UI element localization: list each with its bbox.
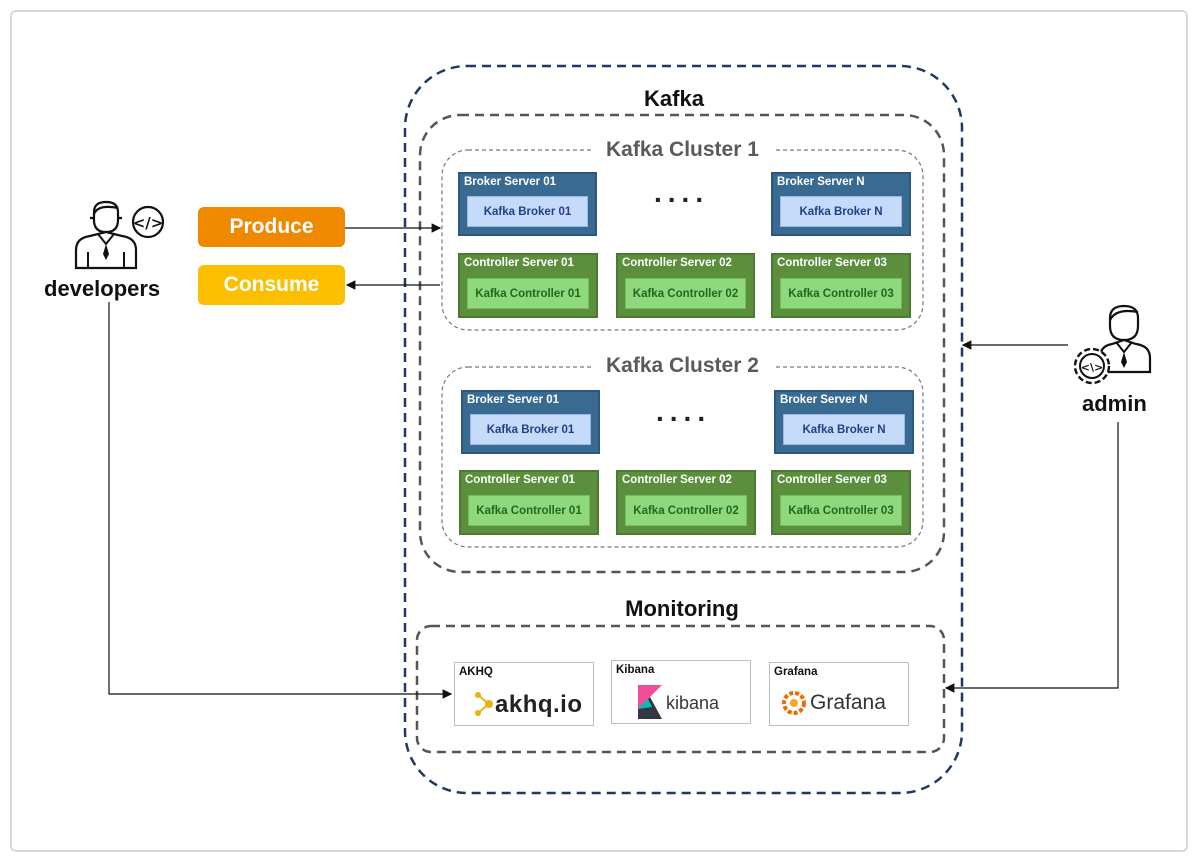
server-label: Controller Server 03 [777,474,887,486]
cluster-2-controller-server-02: Controller Server 02 Kafka Controller 02 [616,470,756,535]
svg-text:<\>: <\> [1081,361,1103,374]
kafka-controller: Kafka Controller 02 [625,278,746,309]
cluster-2-title: Kafka Cluster 2 [592,354,773,378]
grafana-logo-icon [782,691,806,715]
kafka-title: Kafka [644,86,704,111]
cluster-1-controller-server-03: Controller Server 03 Kafka Controller 03 [771,253,911,318]
monitoring-box [415,624,946,754]
server-label: Controller Server 03 [777,257,887,269]
cluster-1-controller-server-01: Controller Server 01 Kafka Controller 01 [458,253,598,318]
server-label: Broker Server 01 [464,176,557,188]
developers-to-monitoring-arrow [108,302,453,699]
grafana-tool: Grafana Grafana [769,662,909,726]
tool-label: Kibana [616,664,655,676]
cluster-1-box [441,149,924,331]
server-label: Broker Server N [780,394,868,406]
akhq-logo-text: akhq.io [495,691,583,718]
server-label: Controller Server 01 [464,257,574,269]
cluster-2-ellipsis: .... [656,396,712,427]
kafka-controller: Kafka Controller 01 [468,495,590,526]
grafana-logo-text: Grafana [810,691,886,714]
consume-badge: Consume [198,265,345,305]
kafka-broker: Kafka Broker N [780,196,902,227]
kafka-broker: Kafka Broker 01 [467,196,588,227]
kibana-logo-icon [638,685,662,719]
cluster-1-ellipsis: .... [654,177,710,208]
produce-badge: Produce [198,207,345,247]
kafka-controller: Kafka Controller 01 [467,278,589,309]
kafka-container [403,64,964,795]
svg-text:</>: </> [133,214,164,232]
tool-label: Grafana [774,666,818,678]
kafka-controller: Kafka Controller 02 [625,495,747,526]
server-label: Broker Server 01 [467,394,560,406]
kafka-broker: Kafka Broker 01 [470,414,591,445]
tool-label: AKHQ [459,666,493,678]
cluster-1-broker-server-n: Broker Server N Kafka Broker N [771,172,911,236]
clusters-group [418,113,946,574]
cluster-2-box [441,366,924,548]
monitoring-title: Monitoring [625,596,739,621]
kafka-controller: Kafka Controller 03 [780,278,902,309]
admin-to-monitoring-arrow [944,422,1119,693]
server-label: Broker Server N [777,176,865,188]
cluster-2-controller-server-03: Controller Server 03 Kafka Controller 03 [771,470,911,535]
kibana-logo-text: kibana [666,693,720,713]
kafka-broker: Kafka Broker N [783,414,905,445]
cluster-2-broker-server-01: Broker Server 01 Kafka Broker 01 [461,390,600,454]
cluster-2-controller-server-01: Controller Server 01 Kafka Controller 01 [459,470,599,535]
server-label: Controller Server 02 [622,474,732,486]
server-label: Controller Server 01 [465,474,575,486]
akhq-logo-icon [475,692,493,716]
akhq-tool: AKHQ akhq.io [454,662,594,726]
cluster-1-title: Kafka Cluster 1 [592,138,773,162]
admin-icon: <\> [1070,302,1166,388]
diagram-frame [10,10,1188,852]
cluster-1-broker-server-01: Broker Server 01 Kafka Broker 01 [458,172,597,236]
kafka-controller: Kafka Controller 03 [780,495,902,526]
admin-label: admin [1082,391,1147,416]
developer-icon: </> [72,198,168,270]
cluster-2-broker-server-n: Broker Server N Kafka Broker N [774,390,914,454]
kibana-tool: Kibana kibana [611,660,751,724]
developers-label: developers [44,276,161,301]
server-label: Controller Server 02 [622,257,732,269]
cluster-1-controller-server-02: Controller Server 02 Kafka Controller 02 [616,253,755,318]
